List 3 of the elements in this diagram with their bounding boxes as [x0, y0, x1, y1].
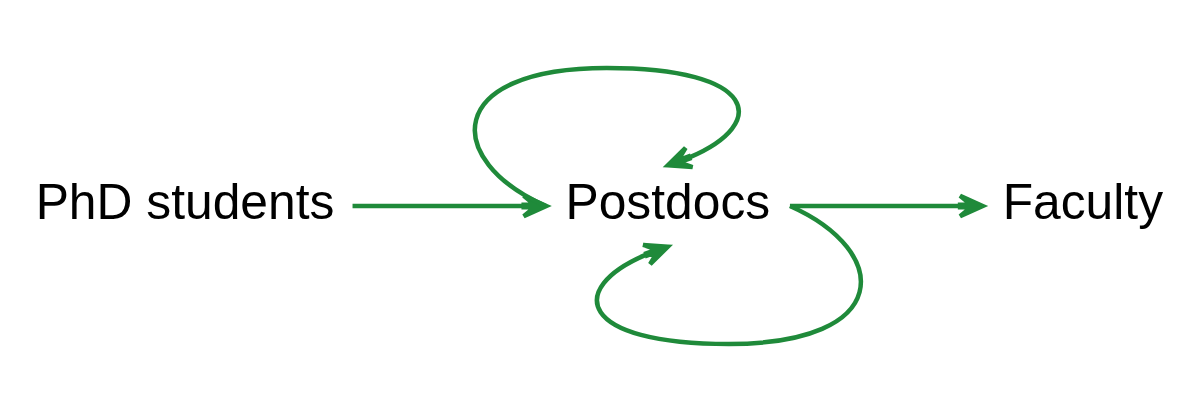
node-text: Faculty — [1002, 173, 1164, 230]
node-text: PhD students — [35, 173, 335, 230]
node-text: Postdocs — [565, 173, 771, 230]
